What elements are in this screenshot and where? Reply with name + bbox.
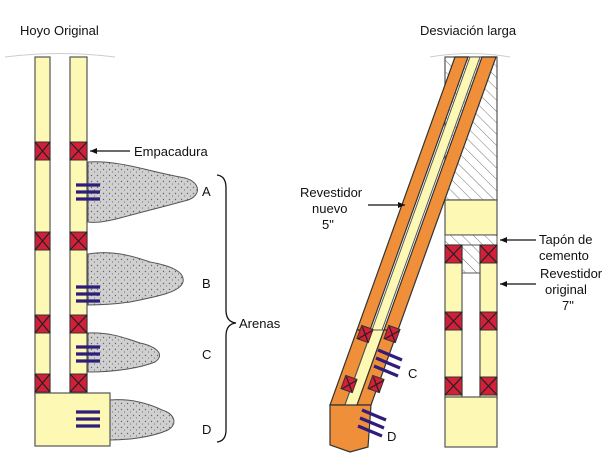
zone-label-d: D: [387, 429, 396, 444]
right-panel-title: Desviación larga: [420, 23, 517, 38]
sands-brace: [216, 174, 237, 443]
cement-plug-core: [461, 244, 481, 274]
cement-plug-top: [444, 234, 498, 246]
right-tubing-string: [69, 56, 88, 396]
packers-original-casing: [444, 244, 498, 396]
packer-arrowhead: [90, 148, 97, 154]
zone-label-c: C: [408, 366, 417, 381]
packers-right: [69, 141, 88, 393]
sand-body-d: [109, 399, 175, 441]
sand-label-b: B: [202, 276, 211, 291]
orig-casing-arrowhead: [500, 281, 507, 287]
new-casing-label-line3: 5": [322, 217, 334, 232]
packer-label: Empacadura: [134, 144, 208, 159]
new-casing-label-line1: Revestidor: [300, 185, 363, 200]
orig-casing-label-line3: 7": [562, 298, 574, 313]
left-tubing-string: [34, 56, 51, 396]
right-surface-line: [429, 53, 511, 58]
new-casing-arrowhead: [398, 202, 405, 208]
new-casing-string: [329, 56, 497, 453]
original-casing-bottom: [444, 396, 498, 448]
sand-body-c: [87, 332, 160, 373]
left-surface-line: [4, 53, 116, 58]
left-panel-title: Hoyo Original: [20, 23, 99, 38]
orig-casing-label-line1: Revestidor: [540, 266, 603, 281]
sand-body-b: [87, 252, 184, 306]
sands-group-label: Arenas: [239, 316, 281, 331]
packers-left: [34, 141, 51, 393]
sand-label-a: A: [202, 184, 211, 199]
new-casing-label-line2: nuevo: [312, 201, 347, 216]
sand-label-d: D: [202, 422, 211, 437]
perforations-new-casing: [357, 348, 403, 438]
sand-label-c: C: [202, 347, 211, 362]
cement-plug-label-line1: Tapón de: [539, 232, 593, 247]
cement-plug-label-line2: cemento: [539, 248, 589, 263]
sand-body-a: [87, 161, 198, 223]
cement-plug-arrowhead: [500, 237, 507, 243]
orig-casing-label-line2: original: [545, 282, 587, 297]
perforations-left: [76, 183, 100, 428]
original-casing-upper: [444, 199, 498, 236]
